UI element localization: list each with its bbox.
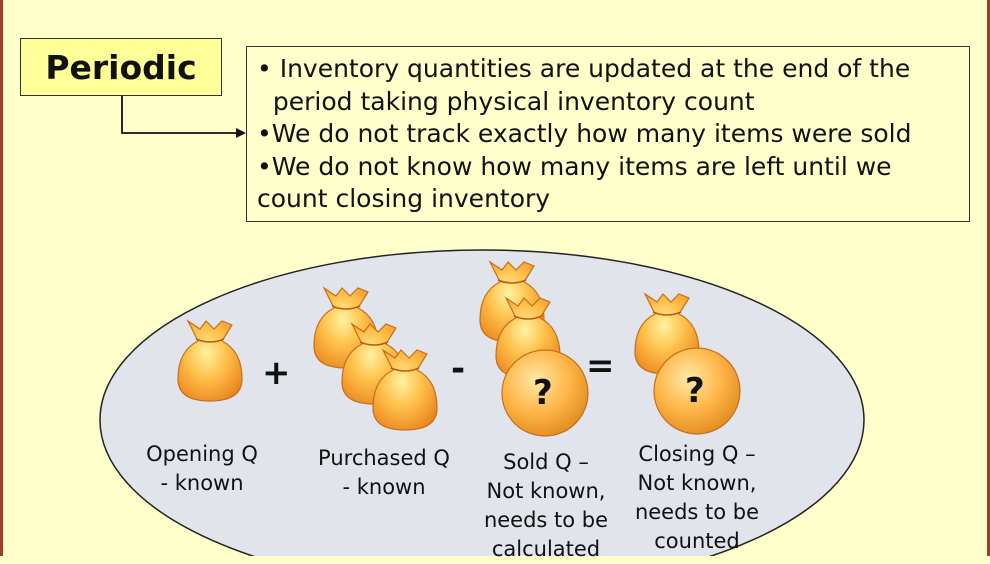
sold-label-line-2: Not known,: [486, 479, 606, 503]
purchased-label-line-2: - known: [342, 475, 426, 499]
sold-label: Sold Q – Not known, needs to be calculat…: [472, 448, 620, 564]
slide-frame-left: [0, 0, 3, 556]
purchased-label: Purchased Q - known: [305, 444, 463, 502]
sold-label-line-3: needs to be: [483, 508, 609, 532]
opening-label-line-2: - known: [160, 471, 244, 495]
closing-label-line-1: Closing Q –: [638, 442, 756, 466]
minus-operator: -: [451, 349, 466, 389]
opening-label-line-1: Opening Q: [146, 442, 258, 466]
closing-label-line-4: counted: [654, 529, 740, 553]
periodic-title: Periodic: [45, 47, 197, 87]
closing-question-mark: ?: [685, 371, 705, 411]
opening-label: Opening Q - known: [130, 440, 274, 498]
bullet-line-3: •We do not track exactly how many items …: [257, 119, 912, 148]
closing-question-ball: [653, 347, 741, 435]
sold-label-line-4: calculated: [491, 537, 601, 561]
bullet-line-2: period taking physical inventory count: [257, 86, 755, 116]
sold-label-line-1: Sold Q –: [503, 450, 589, 474]
closing-label-line-2: Not known,: [637, 471, 757, 495]
closing-label: Closing Q – Not known, needs to be count…: [626, 440, 768, 556]
bullet-line-5: count closing inventory: [257, 184, 551, 213]
sold-question-ball: [501, 349, 589, 437]
slide-frame-right: [987, 0, 990, 556]
equals-operator: =: [586, 346, 615, 386]
bullet-line-4: •We do not know how many items are left …: [257, 151, 892, 181]
bullet-list-box: • Inventory quantities are updated at th…: [246, 46, 970, 222]
sold-question-mark: ?: [533, 373, 553, 413]
purchased-label-line-1: Purchased Q: [318, 446, 450, 470]
periodic-title-box: Periodic: [20, 38, 222, 96]
plus-operator: +: [262, 353, 291, 393]
bullet-line-1: • Inventory quantities are updated at th…: [257, 54, 911, 83]
closing-label-line-3: needs to be: [634, 500, 760, 524]
